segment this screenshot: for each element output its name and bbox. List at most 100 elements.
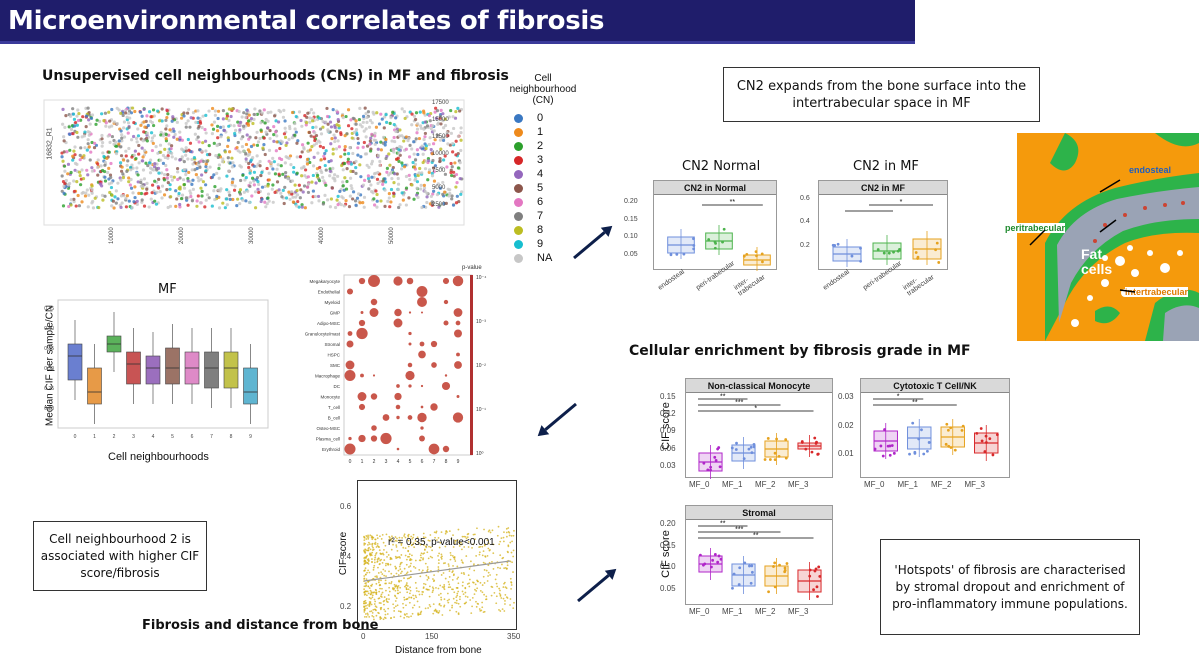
- cn-map-cell: [295, 188, 299, 193]
- cn-map-cell: [107, 166, 111, 170]
- scatter-point: [389, 556, 392, 559]
- cn-map-cell: [311, 189, 315, 193]
- dotplot-row-label: Osteo-MSC: [316, 426, 340, 431]
- cn-map-cell: [314, 181, 318, 185]
- legend-swatch: [514, 155, 523, 165]
- cn-map-cell: [307, 130, 312, 135]
- cn-map-cell: [217, 176, 221, 180]
- scatter-point: [384, 610, 387, 613]
- cn-map-cell: [244, 199, 248, 203]
- cn-map-cell: [349, 162, 354, 166]
- box-point: [747, 447, 751, 451]
- scatter-point: [447, 563, 450, 566]
- cn-map-cell: [339, 155, 343, 159]
- cn2-fibrosis-callout: Cell neighbourhood 2 is associated with …: [33, 521, 207, 591]
- mf-ytick: 0.25: [44, 386, 54, 392]
- cn-map-cell: [393, 172, 397, 176]
- cn-map-cell: [396, 187, 400, 192]
- scatter-point: [495, 582, 498, 585]
- scatter-point: [456, 594, 459, 597]
- box-point: [920, 428, 923, 432]
- box-point: [742, 254, 746, 258]
- cn-map-cell: [260, 197, 264, 201]
- dotplot-dot: [452, 412, 464, 423]
- cn-map-cell: [90, 169, 95, 173]
- cn-map-cell: [196, 116, 200, 120]
- cn-map-cell: [79, 183, 83, 187]
- cn-map-cell: [160, 196, 164, 200]
- cn-map-cell: [300, 174, 304, 178]
- cn-map-cell: [306, 141, 310, 145]
- cn-map-cell: [271, 167, 275, 171]
- scatter-point: [460, 572, 463, 575]
- scatter-point: [369, 553, 372, 556]
- label-endosteal: endosteal: [1129, 165, 1172, 175]
- scatter-point: [371, 549, 374, 551]
- cn-map-cell: [253, 107, 257, 111]
- scatter-point: [428, 595, 431, 598]
- box-point: [738, 566, 742, 570]
- cn-map-cell: [193, 132, 197, 136]
- legend-swatch: [514, 141, 523, 151]
- scatter-point: [399, 615, 402, 618]
- cn-map-cell: [336, 174, 340, 178]
- scatter-point: [456, 592, 459, 595]
- dotplot-dot: [393, 318, 403, 328]
- cn-map-cell: [129, 138, 134, 142]
- box-point: [836, 242, 840, 246]
- cn-map-cell: [422, 183, 426, 187]
- cn-map-cell: [306, 175, 311, 179]
- dotplot-row-label: Myeloid: [324, 300, 340, 305]
- cn-map-cell: [244, 142, 249, 147]
- cn-map-cell: [170, 151, 174, 156]
- scatter-point: [483, 610, 486, 613]
- ytick: 0.01: [838, 449, 854, 459]
- cn-map-cell: [329, 159, 333, 163]
- scatter-point: [463, 546, 466, 548]
- cn-map-cell: [361, 114, 366, 119]
- cn-map-cell: [454, 172, 459, 177]
- cn-map-cell: [108, 173, 113, 177]
- cn-map-cell: [184, 125, 188, 129]
- cn-map-cell: [242, 190, 246, 194]
- dotplot-dot: [454, 329, 462, 338]
- cn-map-cell: [279, 157, 284, 162]
- scatter-point: [424, 607, 427, 610]
- scatter-point: [407, 534, 409, 537]
- scatter-point: [422, 536, 425, 539]
- arrow-endosteal: [1099, 179, 1121, 193]
- legend-item: 1: [514, 125, 552, 139]
- mf-xtick: 8: [230, 434, 233, 440]
- cn-map-cell: [328, 120, 333, 124]
- cn-map-cell: [451, 115, 455, 119]
- cn-map-cell: [60, 189, 64, 193]
- cn-map-cell: [76, 135, 80, 139]
- dotplot-dot: [420, 311, 424, 314]
- mf-box: [165, 347, 180, 385]
- scatter-point: [386, 613, 389, 615]
- arrow-to-stromal: [577, 568, 617, 603]
- dotplot-dot: [382, 414, 390, 421]
- scatter-point: [388, 586, 391, 589]
- scatter-point: [469, 599, 472, 601]
- cn-map-cell: [203, 127, 207, 132]
- enrichment-heading: Cellular enrichment by fibrosis grade in…: [629, 343, 971, 359]
- cn-map-cell: [72, 117, 77, 121]
- scatter-point: [500, 537, 503, 539]
- cn2-mf-heading: CN2 in MF: [853, 159, 919, 174]
- box-point: [818, 574, 822, 578]
- scatter-point: [366, 612, 369, 615]
- scatter-point: [393, 583, 396, 586]
- cn-map-cell: [72, 200, 76, 204]
- box-point: [922, 452, 926, 456]
- scatter-point: [437, 554, 439, 557]
- cn-map-cell: [430, 202, 435, 206]
- box-point: [816, 595, 819, 598]
- cn-map-cell: [134, 156, 138, 161]
- scatter-point: [466, 536, 469, 539]
- scatter-point: [386, 601, 389, 603]
- cn-map-cell: [453, 116, 458, 120]
- cn-map-cell: [162, 178, 167, 182]
- scatter-point: [370, 592, 373, 595]
- dotplot-dot: [441, 381, 451, 391]
